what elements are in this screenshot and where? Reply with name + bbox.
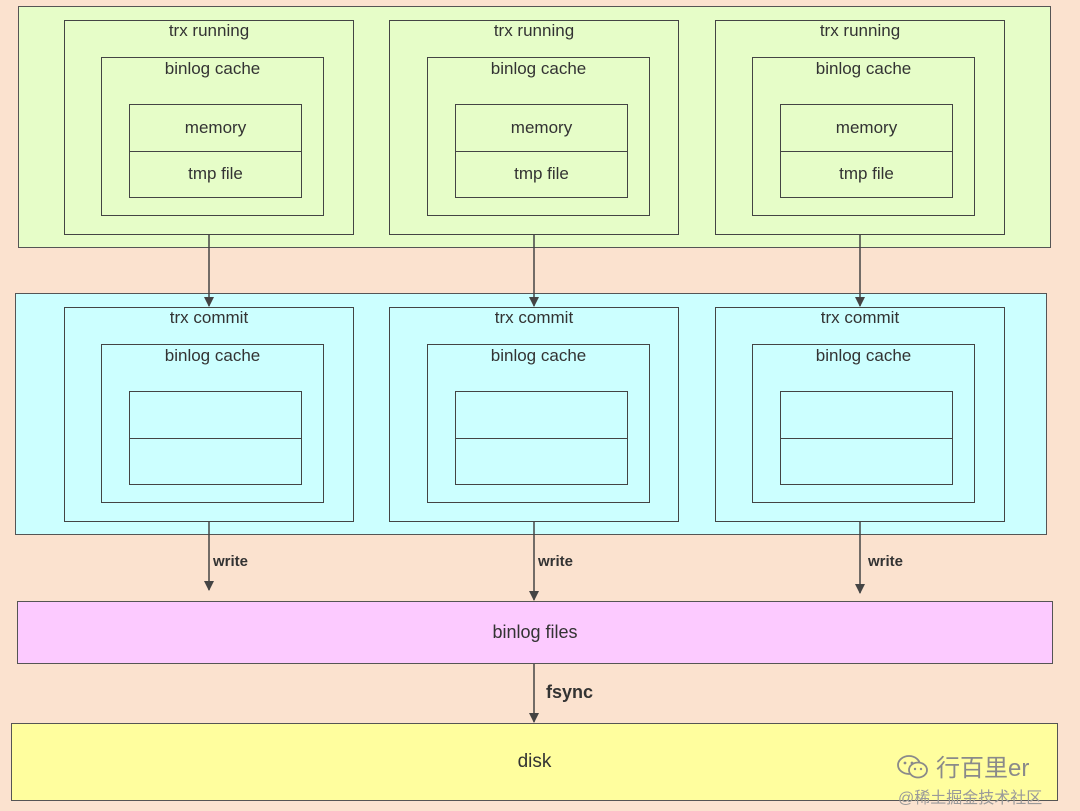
trx-commit-box-1: trx commit binlog cache xyxy=(64,307,354,522)
cache-storage: memory tmp file xyxy=(129,104,302,198)
binlog-cache-label: binlog cache xyxy=(490,59,587,78)
trx-running-title: trx running xyxy=(168,21,250,40)
trx-commit-title: trx commit xyxy=(494,308,574,327)
disk-bar: disk xyxy=(11,723,1058,801)
disk-label: disk xyxy=(517,751,552,772)
wechat-icon xyxy=(896,754,930,780)
trx-running-title: trx running xyxy=(493,21,575,40)
trx-commit-panel xyxy=(15,293,1047,535)
memory-cell: memory xyxy=(781,105,952,152)
memory-cell: memory xyxy=(130,105,301,152)
binlog-cache-box: binlog cache xyxy=(101,344,324,503)
tmp-file-cell: tmp file xyxy=(188,164,243,183)
binlog-cache-label: binlog cache xyxy=(815,346,912,365)
trx-running-box-2: trx running binlog cache memory tmp file xyxy=(389,20,679,235)
watermark-title: 行百里er xyxy=(936,755,1030,782)
fsync-label: fsync xyxy=(546,682,594,702)
binlog-files-label: binlog files xyxy=(492,622,578,642)
binlog-cache-box: binlog cache memory tmp file xyxy=(101,57,324,216)
tmp-file-cell: tmp file xyxy=(514,164,569,183)
binlog-cache-label: binlog cache xyxy=(815,59,912,78)
trx-running-box-3: trx running binlog cache memory tmp file xyxy=(715,20,1005,235)
write-label-2: write xyxy=(538,553,574,570)
trx-commit-box-3: trx commit binlog cache xyxy=(715,307,1005,522)
write-label-3: write xyxy=(868,553,904,570)
binlog-cache-label: binlog cache xyxy=(490,346,587,365)
binlog-cache-box: binlog cache memory tmp file xyxy=(752,57,975,216)
binlog-cache-label: binlog cache xyxy=(164,59,261,78)
cache-storage: memory tmp file xyxy=(780,104,953,198)
empty-cell xyxy=(781,392,952,439)
binlog-cache-box: binlog cache memory tmp file xyxy=(427,57,650,216)
trx-commit-box-2: trx commit binlog cache xyxy=(389,307,679,522)
empty-cell xyxy=(130,392,301,439)
trx-running-panel xyxy=(18,6,1051,248)
cache-storage-empty xyxy=(129,391,302,485)
watermark: 行百里er @稀土掘金技术社区 xyxy=(896,748,1076,808)
write-label-1: write xyxy=(213,553,249,570)
cache-storage-empty xyxy=(780,391,953,485)
binlog-cache-label: binlog cache xyxy=(164,346,261,365)
watermark-subtitle: @稀土掘金技术社区 xyxy=(898,790,1043,807)
binlog-cache-box: binlog cache xyxy=(752,344,975,503)
trx-running-box-1: trx running binlog cache memory tmp file xyxy=(64,20,354,235)
memory-cell: memory xyxy=(456,105,627,152)
binlog-cache-box: binlog cache xyxy=(427,344,650,503)
empty-cell xyxy=(456,392,627,439)
trx-commit-title: trx commit xyxy=(820,308,900,327)
trx-commit-title: trx commit xyxy=(169,308,249,327)
trx-running-title: trx running xyxy=(819,21,901,40)
tmp-file-cell: tmp file xyxy=(839,164,894,183)
binlog-files-bar: binlog files xyxy=(17,601,1053,664)
cache-storage-empty xyxy=(455,391,628,485)
cache-storage: memory tmp file xyxy=(455,104,628,198)
